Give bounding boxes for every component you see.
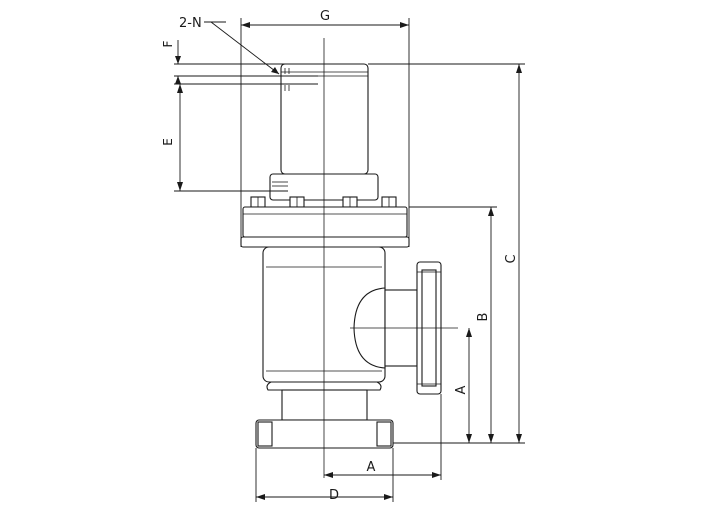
callout-2-n: 2-N [179, 16, 280, 75]
dim-g-label: G [320, 9, 330, 24]
dim-b-label: B [476, 313, 491, 322]
dim-e: E [161, 83, 318, 192]
valve-assembly [240, 38, 458, 478]
center-lines [323, 38, 458, 478]
dim-d: D [255, 448, 394, 503]
dim-f-label: F [161, 40, 175, 47]
dim-a-horizontal-label: A [367, 460, 376, 475]
dim-b: B [409, 206, 497, 443]
dim-a-vertical-label: A [454, 385, 469, 394]
callout-label: 2-N [179, 16, 202, 31]
dim-d-label: D [329, 488, 339, 503]
dim-a-horizontal: A [324, 394, 442, 480]
dim-c: C [368, 63, 525, 444]
bottom-flange [255, 419, 394, 449]
dim-f: F [161, 40, 318, 84]
actuator-cylinder [280, 63, 369, 175]
dim-c-label: C [504, 254, 519, 263]
top-flange [240, 206, 410, 248]
dim-a-vertical: A [454, 328, 472, 443]
dim-g: G [240, 9, 410, 247]
dim-e-label: E [161, 138, 175, 146]
